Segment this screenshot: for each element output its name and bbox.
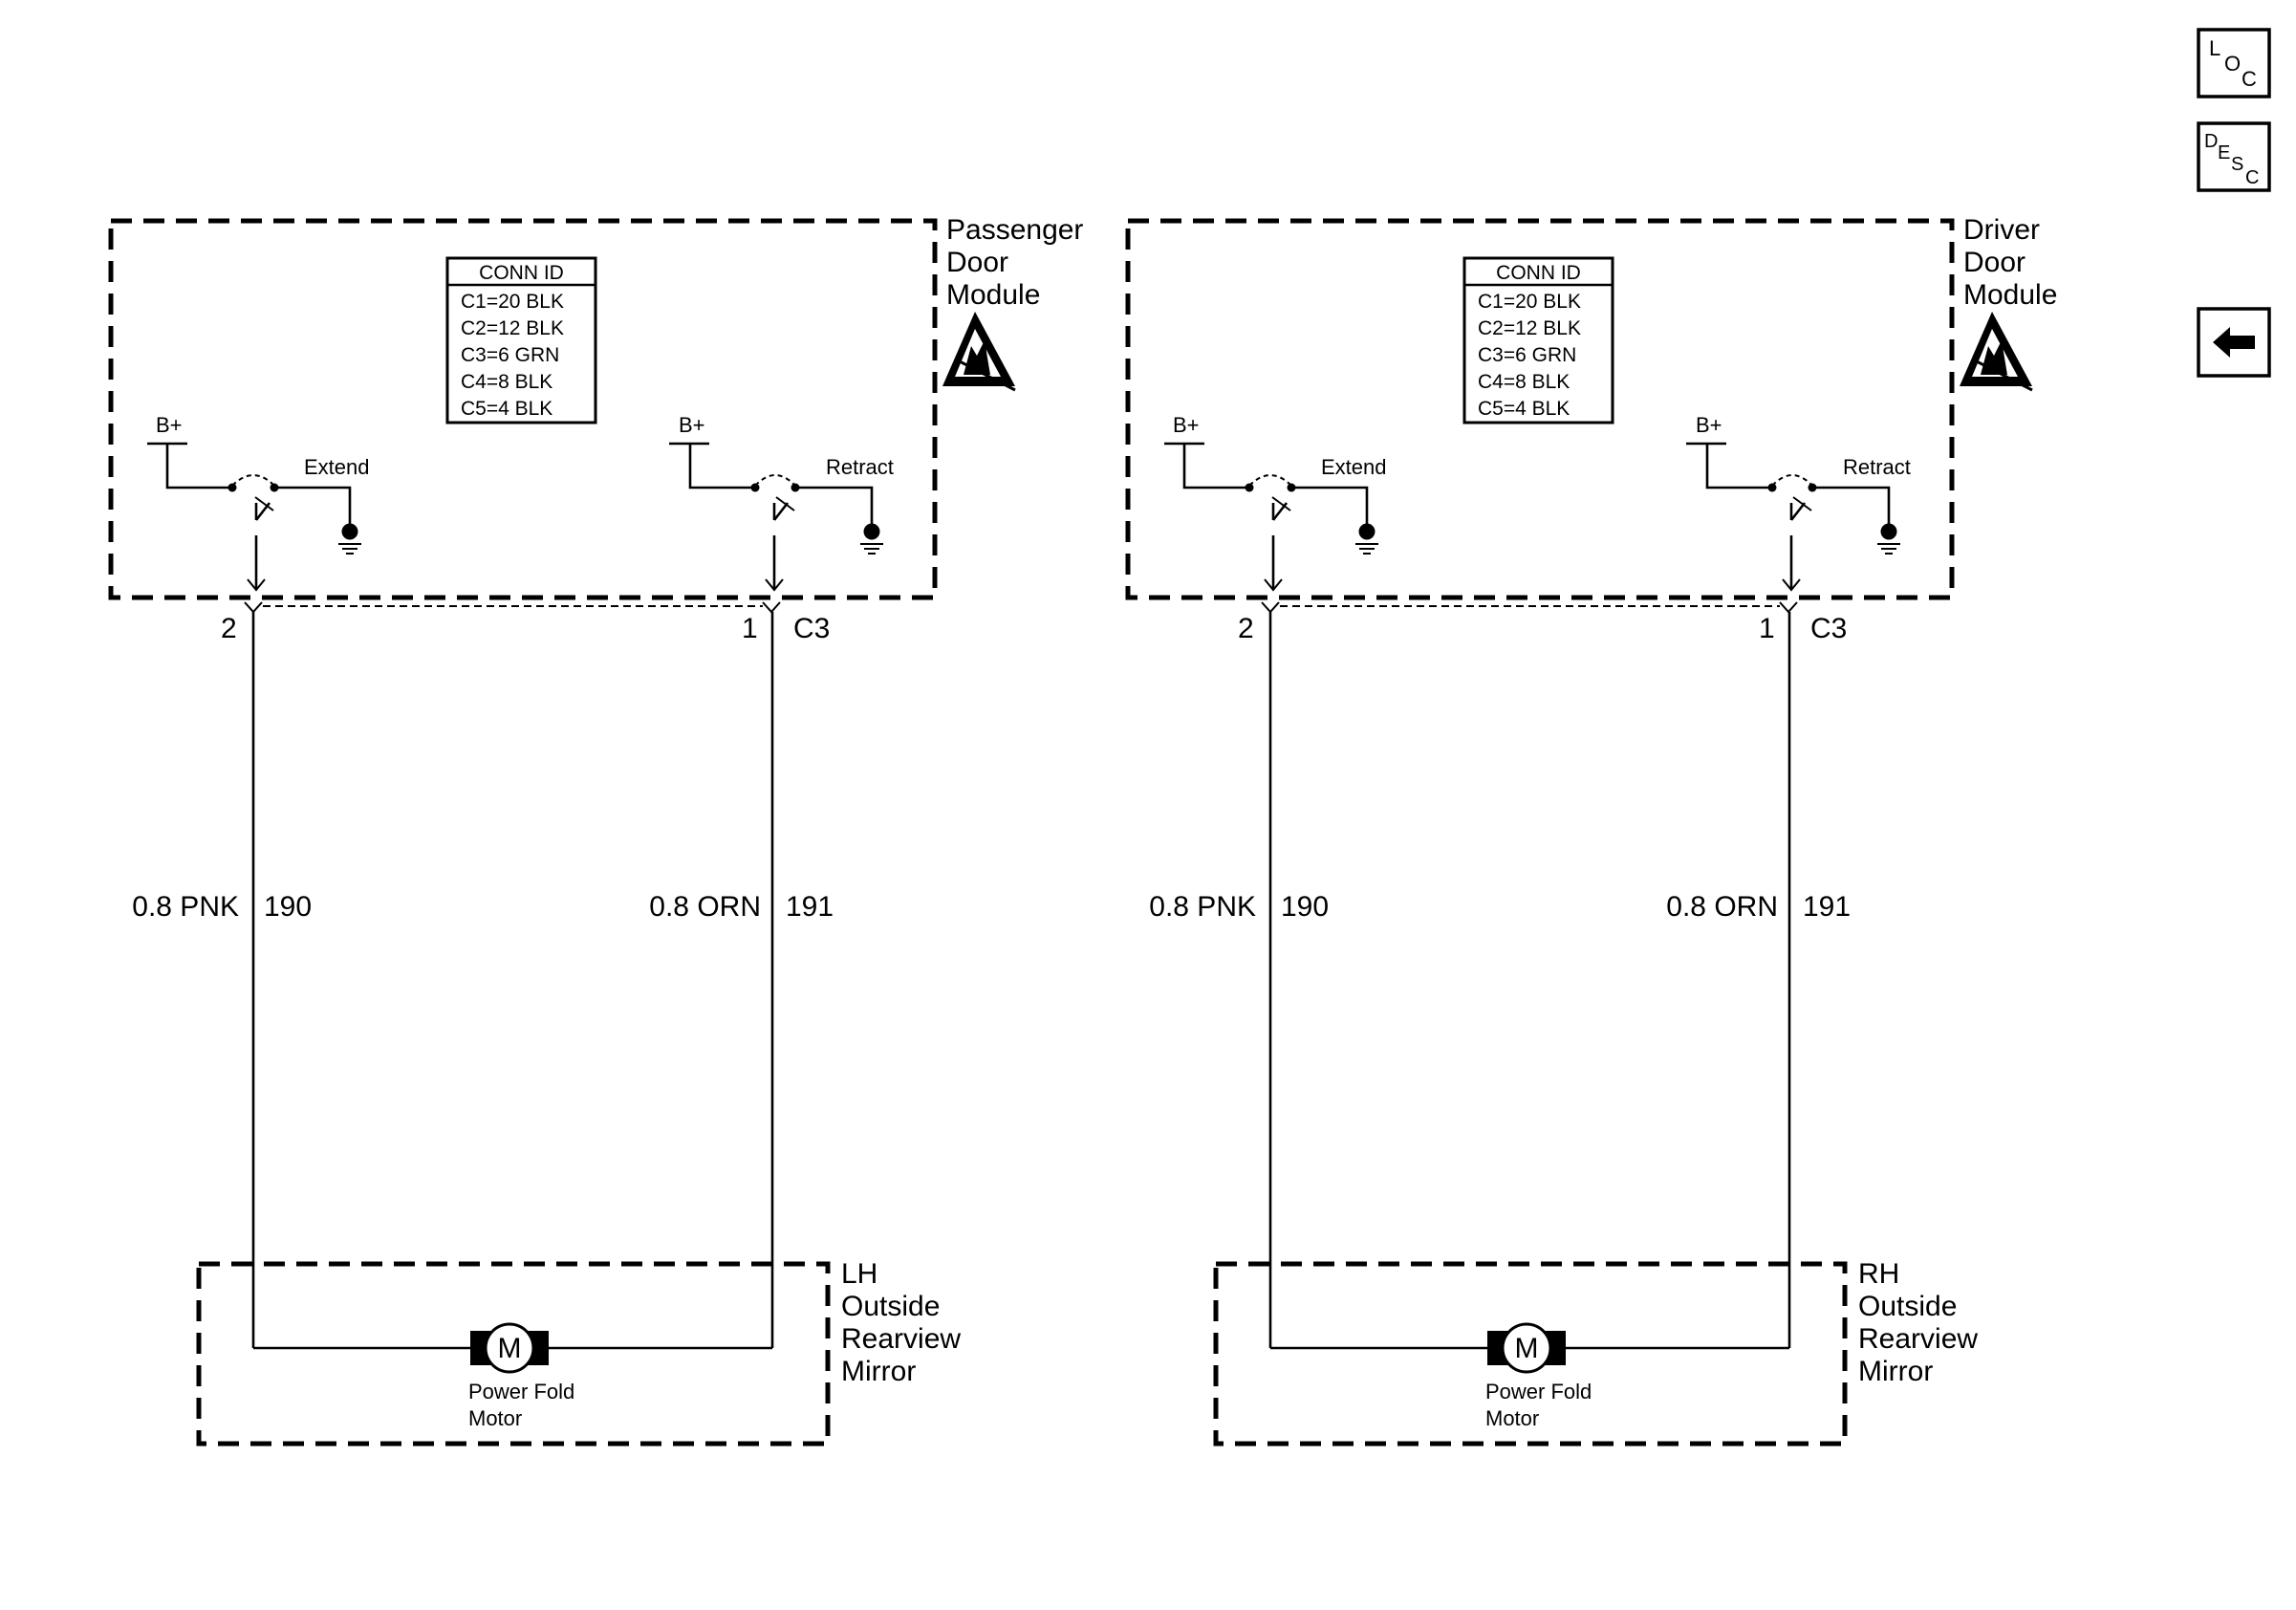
esd-warning-icon <box>1960 312 2033 392</box>
svg-text:Extend: Extend <box>1321 455 1387 479</box>
svg-text:CONN ID: CONN ID <box>1496 262 1581 284</box>
svg-text:B+: B+ <box>1696 413 1722 437</box>
svg-text:B+: B+ <box>1173 413 1200 437</box>
svg-text:191: 191 <box>1803 891 1851 923</box>
svg-text:Driver: Driver <box>1963 214 2040 246</box>
retract-switch: B+ Retract <box>1686 413 1911 592</box>
esd-warning-icon <box>942 312 1016 392</box>
driver-door-module-label: Driver Door Module <box>1963 214 2057 311</box>
rh-mirror-label: RH Outside Rearview Mirror <box>1858 1258 1978 1387</box>
svg-text:Extend: Extend <box>304 455 370 479</box>
lh-mirror-box <box>196 1261 831 1447</box>
panel-passenger: Passenger Door Module CONN ID C1=20 BLK … <box>108 214 1083 1447</box>
svg-text:B+: B+ <box>156 413 183 437</box>
svg-text:C1=20 BLK: C1=20 BLK <box>461 291 564 313</box>
svg-text:C4=8 BLK: C4=8 BLK <box>1478 371 1570 393</box>
svg-text:C5=4 BLK: C5=4 BLK <box>461 398 552 420</box>
svg-text:Mirror: Mirror <box>841 1356 916 1387</box>
svg-text:2: 2 <box>1238 613 1254 644</box>
desc-button[interactable]: D E S C <box>2197 121 2271 192</box>
svg-text:B+: B+ <box>679 413 705 437</box>
svg-text:S: S <box>2231 154 2243 175</box>
svg-text:2: 2 <box>221 613 237 644</box>
svg-text:Motor: Motor <box>1485 1406 1539 1430</box>
svg-text:C5=4 BLK: C5=4 BLK <box>1478 398 1570 420</box>
svg-text:Rearview: Rearview <box>841 1323 961 1355</box>
lh-mirror-label: LH Outside Rearview Mirror <box>841 1258 961 1387</box>
svg-text:C3=6 GRN: C3=6 GRN <box>461 344 559 366</box>
svg-text:Outside: Outside <box>1858 1291 1957 1322</box>
svg-text:M: M <box>1515 1333 1539 1364</box>
svg-text:C3: C3 <box>793 613 830 644</box>
conn-id-table: CONN ID C1=20 BLK C2=12 BLK C3=6 GRN C4=… <box>1462 256 1614 424</box>
svg-text:Power Fold: Power Fold <box>1485 1380 1592 1403</box>
svg-text:LH: LH <box>841 1258 877 1290</box>
driver-door-module-box <box>1125 218 1955 600</box>
svg-text:Passenger: Passenger <box>946 214 1083 246</box>
retract-switch: B+ Retract <box>669 413 894 592</box>
wire-190-pnk: 0.8 PNK 190 <box>1149 612 1329 1348</box>
back-button[interactable] <box>2197 307 2271 378</box>
svg-text:1: 1 <box>742 613 758 644</box>
passenger-door-module-label: Passenger Door Module <box>946 214 1083 311</box>
svg-text:CONN ID: CONN ID <box>479 262 564 284</box>
svg-text:Door: Door <box>1963 247 2025 278</box>
svg-text:L: L <box>2209 36 2220 60</box>
svg-text:RH: RH <box>1858 1258 1899 1290</box>
power-fold-motor: M Power Fold Motor <box>253 1322 772 1430</box>
svg-text:E: E <box>2218 142 2230 163</box>
svg-text:M: M <box>498 1333 522 1364</box>
power-fold-motor: M Power Fold Motor <box>1270 1322 1789 1430</box>
svg-text:0.8 ORN: 0.8 ORN <box>649 891 761 923</box>
svg-text:O: O <box>2224 52 2241 76</box>
svg-text:Outside: Outside <box>841 1291 940 1322</box>
wire-190-pnk: 0.8 PNK 190 <box>132 612 312 1348</box>
svg-text:C2=12 BLK: C2=12 BLK <box>461 317 564 339</box>
svg-text:C2=12 BLK: C2=12 BLK <box>1478 317 1581 339</box>
svg-text:C1=20 BLK: C1=20 BLK <box>1478 291 1581 313</box>
svg-text:C: C <box>2245 167 2259 188</box>
svg-text:1: 1 <box>1759 613 1775 644</box>
passenger-door-module-box <box>108 218 938 600</box>
svg-text:Module: Module <box>1963 279 2057 311</box>
wire-191-orn: 0.8 ORN 191 <box>1666 612 1851 1348</box>
connector-c3: 2 1 C3 <box>221 601 830 644</box>
svg-text:Mirror: Mirror <box>1858 1356 1933 1387</box>
svg-text:0.8 ORN: 0.8 ORN <box>1666 891 1778 923</box>
connector-c3: 2 1 C3 <box>1238 601 1847 644</box>
svg-text:0.8 PNK: 0.8 PNK <box>1149 891 1256 923</box>
svg-text:Motor: Motor <box>468 1406 522 1430</box>
svg-text:C3=6 GRN: C3=6 GRN <box>1478 344 1576 366</box>
panel-driver: Driver Door Module CONN ID C1=20 BLK C2=… <box>1125 214 2057 1447</box>
svg-text:190: 190 <box>1281 891 1329 923</box>
extend-switch: B+ Extend <box>147 413 370 592</box>
svg-text:Rearview: Rearview <box>1858 1323 1978 1355</box>
svg-text:Door: Door <box>946 247 1008 278</box>
svg-text:C: C <box>2242 67 2257 91</box>
left-arrow-icon <box>2213 327 2255 358</box>
wire-191-orn: 0.8 ORN 191 <box>649 612 834 1348</box>
svg-text:Module: Module <box>946 279 1040 311</box>
conn-id-table: CONN ID C1=20 BLK C2=12 BLK C3=6 GRN C4=… <box>445 256 597 424</box>
svg-text:D: D <box>2204 131 2218 152</box>
svg-text:Power Fold: Power Fold <box>468 1380 574 1403</box>
svg-text:C3: C3 <box>1810 613 1847 644</box>
loc-button[interactable]: L O C <box>2197 28 2271 98</box>
extend-switch: B+ Extend <box>1164 413 1387 592</box>
svg-text:0.8 PNK: 0.8 PNK <box>132 891 239 923</box>
svg-text:190: 190 <box>264 891 312 923</box>
svg-text:C4=8 BLK: C4=8 BLK <box>461 371 552 393</box>
rh-mirror-box <box>1213 1261 1848 1447</box>
svg-text:Retract: Retract <box>826 455 894 479</box>
svg-text:Retract: Retract <box>1843 455 1911 479</box>
svg-text:191: 191 <box>786 891 834 923</box>
